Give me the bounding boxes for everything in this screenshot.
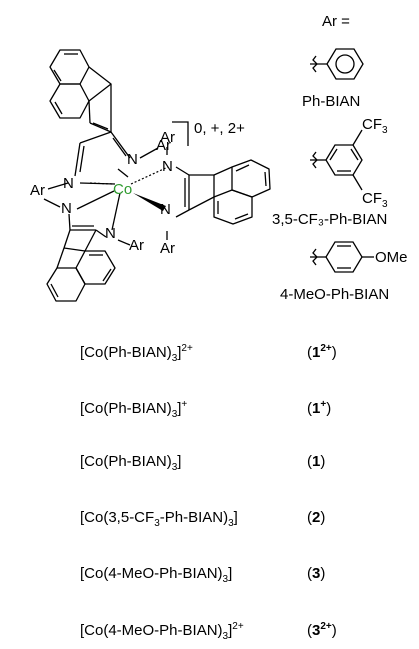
ar-group: Ar xyxy=(160,129,175,146)
compound-row: [Co(Ph-BIAN)3]+ (1+) xyxy=(80,393,410,420)
cobalt-atom: Co xyxy=(113,181,132,198)
ar-group: Ar xyxy=(30,182,45,199)
right-acenaphthene-ring xyxy=(188,159,271,225)
phenyl-ring xyxy=(310,48,364,80)
ligand-name-meo-ph-bian: 4-MeO-Ph-BIAN xyxy=(280,286,389,303)
charge-label: 0, +, 2+ xyxy=(194,120,245,137)
cf3-group-top: CF3 xyxy=(362,116,388,136)
ligand-name-cf3-ph-bian: 3,5-CF₃-Ph-BIAN xyxy=(272,211,387,228)
methoxyphenyl-ring xyxy=(310,241,374,273)
compound-formula: [Co(Ph-BIAN)3]+ xyxy=(80,399,188,420)
n-atom: N xyxy=(160,201,171,218)
compound-row: [Co(4-MeO-Ph-BIAN)3] (3) xyxy=(80,562,410,586)
compound-label: (2) xyxy=(307,509,326,526)
ar-group: Ar xyxy=(156,137,171,154)
ar-group: Ar xyxy=(160,240,175,257)
compound-label: (1+) xyxy=(307,399,332,417)
cf3-group-bottom: CF3 xyxy=(362,190,388,210)
compound-formula: [Co(4-MeO-Ph-BIAN)3] xyxy=(80,565,233,585)
cf3-phenyl-ring xyxy=(310,129,363,191)
n-atom: N xyxy=(63,175,74,192)
ome-group: OMe xyxy=(375,249,408,266)
compound-label: (3) xyxy=(307,565,326,582)
n-atom: N xyxy=(61,200,72,217)
compound-formula: [Co(Ph-BIAN)3] xyxy=(80,453,182,473)
compound-label: (1) xyxy=(307,453,326,470)
n-atom: N xyxy=(127,151,138,168)
ligand-name-ph-bian: Ph-BIAN xyxy=(302,93,360,110)
ar-header: Ar = xyxy=(322,13,350,30)
compound-label: (32+) xyxy=(307,621,337,639)
n-atom: N xyxy=(162,158,173,175)
n-atom: N xyxy=(105,225,116,242)
bottom-acenaphthene-ring xyxy=(46,229,116,302)
compound-row: [Co(3,5-CF3-Ph-BIAN)3] (2) xyxy=(80,506,410,530)
compound-row: [Co(4-MeO-Ph-BIAN)3]2+ (32+) xyxy=(80,615,410,642)
top-acenaphthene-ring xyxy=(49,49,112,133)
compound-row: [Co(Ph-BIAN)3]2+ (12+) xyxy=(80,337,410,364)
compound-formula: [Co(4-MeO-Ph-BIAN)3]2+ xyxy=(80,621,244,642)
compound-row: [Co(Ph-BIAN)3] (1) xyxy=(80,450,410,474)
compound-formula: [Co(3,5-CF3-Ph-BIAN)3] xyxy=(80,509,238,529)
ar-group: Ar xyxy=(129,237,144,254)
compound-formula: [Co(Ph-BIAN)3]2+ xyxy=(80,343,193,364)
compound-label: (12+) xyxy=(307,343,337,361)
